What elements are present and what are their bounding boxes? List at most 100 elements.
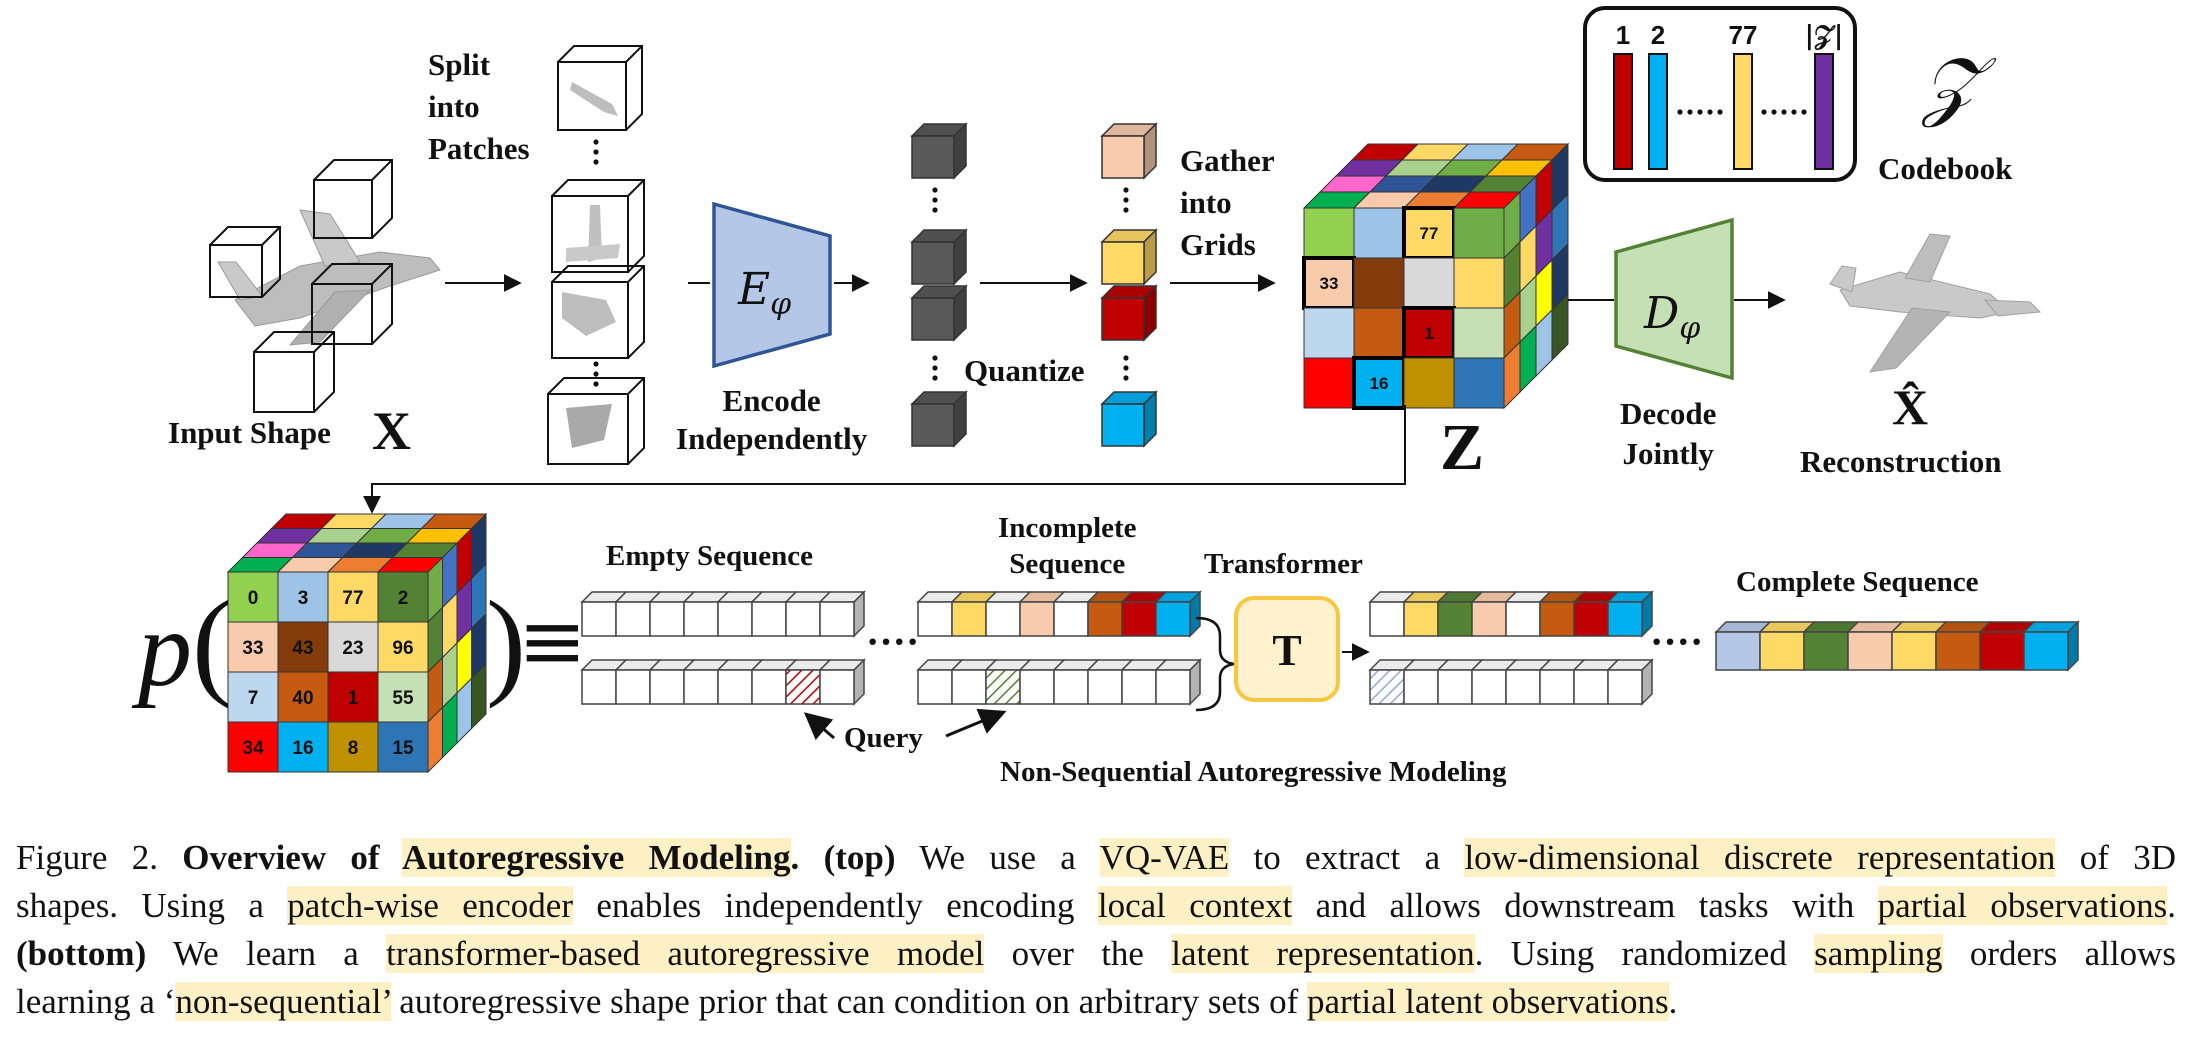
query-arrow — [803, 712, 835, 741]
cube-front-cell — [377, 671, 429, 723]
split-into-patches-label: Split into Patches — [428, 47, 530, 166]
reconstruction-symbol: X̂ — [1892, 379, 1929, 435]
sequence-token — [751, 669, 787, 705]
cube-cell-index: 40 — [292, 688, 313, 709]
caption-text: of 3D — [2055, 838, 2177, 877]
vertical-ellipsis — [932, 187, 938, 381]
caption-text: . — [1668, 982, 1678, 1021]
caption-line: learning a ‘non-sequential’ autoregressi… — [16, 978, 2176, 1026]
cube-front-cell — [1303, 357, 1355, 409]
cube-cell-index: 16 — [1370, 374, 1389, 393]
sequence-token — [717, 601, 753, 637]
sequence-token — [819, 601, 855, 637]
codebook-index: 1 — [1616, 20, 1630, 50]
cube-cell-index: 1 — [1424, 324, 1433, 343]
sequence-token — [1803, 631, 1849, 671]
cube-front-cell — [327, 721, 379, 773]
decoder-block — [1614, 217, 1734, 381]
caption-text: . — [2167, 886, 2176, 925]
sequence-token — [1471, 669, 1507, 705]
cube-front-cell — [1353, 307, 1405, 359]
cube-front-cell — [327, 671, 379, 723]
patch-box — [313, 159, 393, 239]
decoder-symbol: Dφ — [1644, 288, 1700, 346]
highlighted-phrase: low-dimensional discrete representation — [1464, 838, 2056, 877]
highlighted-phrase: partial latent observations — [1307, 982, 1669, 1021]
cube-front-cell — [377, 621, 429, 673]
incomplete-sequence — [916, 590, 1202, 638]
cube-cell-index: 2 — [398, 588, 409, 609]
sequence-token — [1607, 669, 1643, 705]
sequence-token — [1891, 631, 1937, 671]
next-query-sequence — [1368, 658, 1654, 706]
vertical-ellipsis — [1123, 187, 1129, 381]
sequence-token — [683, 601, 719, 637]
code-vector-77 — [1733, 53, 1753, 170]
encoded-features — [910, 122, 968, 448]
code-cube — [1100, 228, 1158, 286]
feature-cube — [910, 228, 968, 286]
caption-text: . — [790, 838, 800, 877]
sequence-token — [1607, 601, 1643, 637]
cube-cell-index: 3 — [298, 588, 309, 609]
complete-sequence — [1714, 620, 2080, 672]
codebook-label: Codebook — [1878, 151, 2013, 186]
patch-box — [209, 226, 281, 298]
sequence-token — [985, 669, 1021, 705]
empty-sequence-label: Empty Sequence — [606, 540, 814, 572]
caption-text: (top) — [823, 838, 896, 877]
cube-front-cell — [377, 721, 429, 773]
sequence-token — [1573, 601, 1609, 637]
cube-front-cell — [227, 721, 279, 773]
highlighted-phrase: VQ-VAE — [1099, 838, 1230, 877]
codebook-index: 2 — [1651, 20, 1665, 50]
caption-text: We use a — [895, 838, 1100, 877]
sequence-token — [615, 669, 651, 705]
incomplete-sequence-query — [916, 658, 1202, 706]
sequence-token — [717, 669, 753, 705]
sequence-token — [2023, 631, 2069, 671]
patch-box — [551, 265, 645, 359]
input-shape — [209, 159, 441, 413]
encoder-block — [712, 201, 832, 369]
cube-front-cell — [227, 621, 279, 673]
encode-independently-label: Encode Independently — [676, 383, 868, 456]
sequence-token — [751, 601, 787, 637]
cube-front-cell — [1303, 307, 1355, 359]
cube-front-cell — [327, 571, 379, 623]
sequence-token — [1155, 601, 1191, 637]
decoder-symbol-sub: φ — [1679, 311, 1701, 346]
caption-text: . Using randomized — [1474, 934, 1815, 973]
sequence-token — [1053, 669, 1089, 705]
highlighted-phrase: sampling — [1814, 934, 1943, 973]
feature-cube — [910, 284, 968, 342]
figure-caption: Figure 2. Overview of Autoregressive Mod… — [16, 834, 2176, 1026]
cube-front-cell — [1453, 257, 1505, 309]
patch-box — [311, 263, 393, 345]
cube-front-cell — [1403, 357, 1455, 409]
reconstructed-airplane — [1829, 233, 2042, 373]
quantized-codes — [1100, 122, 1158, 448]
sequence-token — [1573, 669, 1609, 705]
cube-cell-index: 15 — [392, 738, 414, 759]
codebook-symbol: 𝒵 — [1922, 40, 1980, 129]
patch-box — [551, 179, 645, 273]
sequence-token — [1539, 669, 1575, 705]
sequence-token — [1155, 669, 1191, 705]
caption-text — [799, 838, 823, 877]
encoder-symbol-letter: E — [738, 264, 771, 315]
cube-front-cell — [227, 571, 279, 623]
sequence-token — [1935, 631, 1981, 671]
cube-front-cell — [377, 571, 429, 623]
cube-front-cell — [277, 571, 329, 623]
prob-symbol: p — [138, 590, 192, 709]
cube-cell-index: 0 — [248, 588, 259, 609]
cube-front-cell — [277, 721, 329, 773]
feature-cube — [910, 122, 968, 180]
highlighted-phrase: patch-wise encoder — [287, 886, 573, 925]
airplane-shape — [217, 209, 441, 346]
decoder-symbol-letter: D — [1644, 288, 1680, 339]
